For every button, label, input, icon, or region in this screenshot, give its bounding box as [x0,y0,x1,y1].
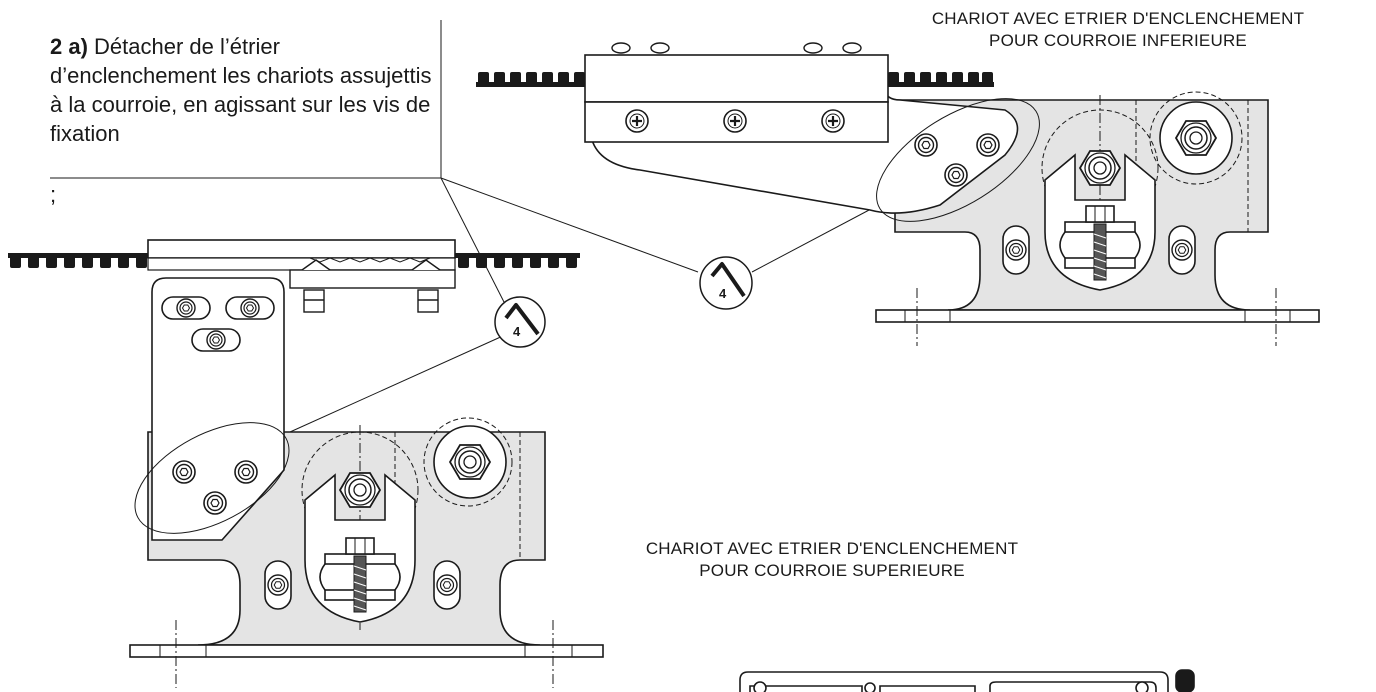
hex-screw-icon [203,491,227,515]
carriage-upper-belt [8,239,604,688]
caption-lower-belt-line1: CHARIOT AVEC ETRIER D'ENCLENCHEMENT [931,9,1305,28]
hex-screw-icon [264,560,292,610]
hex-screw-icon [172,460,196,484]
hex-screw-icon [944,163,968,187]
hex-screw-icon [1002,225,1030,275]
phillips-screw-icon [722,108,748,134]
rail-profile [739,669,1195,692]
base-flange [129,644,604,658]
hex-nut-icon [339,472,381,508]
belt-left-segment [476,72,586,87]
instruction-text: 2 a) Détacher de l’étrier d’enclenchemen… [50,32,445,207]
belt-clamp [147,239,456,259]
phillips-screw-icon [624,108,650,134]
allen-key-callout-top: 4 [699,256,753,310]
hex-screw-icon [225,296,275,320]
hex-screw-icon [1168,225,1196,275]
caption-lower-belt: CHARIOT AVEC ETRIER D'ENCLENCHEMENT POUR… [860,8,1376,52]
base-flange [875,309,1320,323]
hex-screw-icon [234,460,258,484]
step-number: 2 a) [50,34,88,59]
hex-screw-icon [914,133,938,157]
hex-nut-icon [1175,120,1217,156]
hex-screw-icon [161,296,211,320]
step-description: Détacher de l’étrier d’enclenchement les… [50,34,432,146]
belt-left [8,253,158,268]
allen-key-size: 4 [719,286,727,301]
caption-upper-belt: CHARIOT AVEC ETRIER D'ENCLENCHEMENT POUR… [560,538,1104,582]
hex-screw-icon [433,560,461,610]
step-terminator: ; [50,182,57,207]
caption-upper-belt-line2: POUR COURROIE SUPERIEURE [699,561,965,580]
phillips-screw-icon [820,108,846,134]
hex-nut-icon [1079,150,1121,186]
allen-key-icon [504,303,540,336]
hex-screw-icon [976,133,1000,157]
belt-right [455,253,580,268]
highlight-ellipse [134,422,290,534]
allen-key-icon [710,262,746,298]
belt-right-segment [886,72,994,87]
leader-lines [50,20,889,433]
caption-lower-belt-line2: POUR COURROIE INFERIEURE [989,31,1247,50]
hex-nut-icon [449,444,491,480]
hex-screw-icon [191,328,241,352]
belt-clamp-top [584,54,889,103]
allen-key-size: 4 [513,324,521,339]
highlight-ellipse [876,98,1040,222]
allen-key-callout-left: 4 [494,296,546,348]
caption-upper-belt-line1: CHARIOT AVEC ETRIER D'ENCLENCHEMENT [645,539,1019,558]
carriage-lower-belt [476,42,1320,346]
